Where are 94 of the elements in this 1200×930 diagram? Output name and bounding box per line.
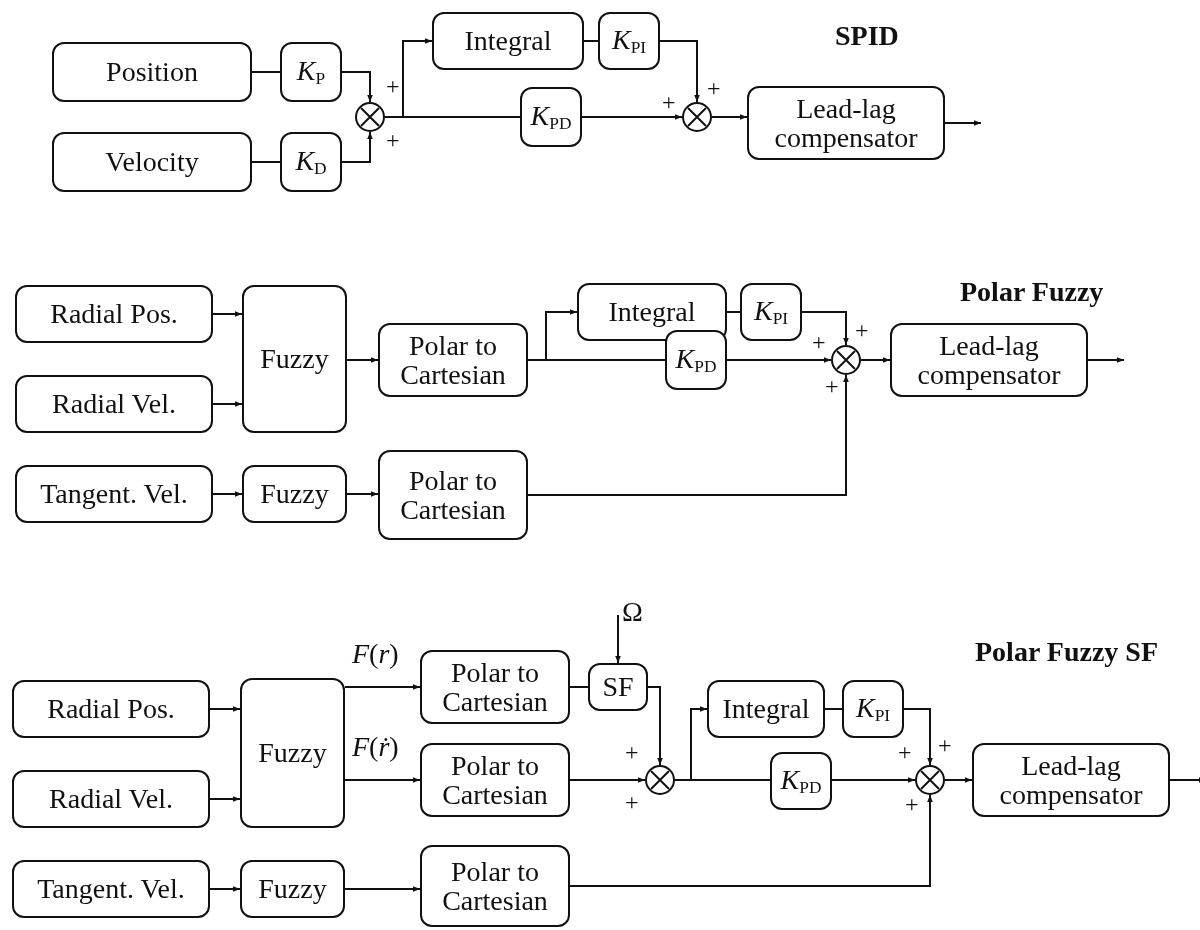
connector-line bbox=[527, 359, 666, 361]
connector-line bbox=[384, 116, 521, 118]
sign-label: + bbox=[938, 733, 952, 757]
block-box: Polar to Cartesian bbox=[378, 450, 528, 540]
summing-junction bbox=[355, 102, 385, 132]
arrow bbox=[647, 686, 663, 766]
arrow bbox=[341, 71, 373, 103]
arrow bbox=[344, 886, 421, 892]
arrow bbox=[341, 131, 373, 163]
panel-title: Polar Fuzzy bbox=[960, 278, 1104, 306]
block-box: Radial Pos. bbox=[15, 285, 213, 343]
arrow bbox=[212, 491, 243, 497]
edge-label: F(r) bbox=[352, 640, 399, 668]
edge-label: F(ṙ) bbox=[352, 733, 399, 761]
block-box: Fuzzy bbox=[242, 285, 347, 433]
connector-line bbox=[251, 161, 281, 163]
block-box: K$_{PI}$ bbox=[842, 680, 904, 738]
block-box: Polar to Cartesian bbox=[420, 743, 570, 817]
summing-junction bbox=[915, 765, 945, 795]
summing-junction bbox=[682, 102, 712, 132]
block-box: Velocity bbox=[52, 132, 252, 192]
arrow bbox=[569, 794, 933, 887]
block-box: SF bbox=[588, 663, 648, 711]
block-box: Integral bbox=[432, 12, 584, 70]
arrow bbox=[801, 311, 849, 346]
arrow bbox=[209, 796, 241, 802]
block-box: Tangent. Vel. bbox=[15, 465, 213, 523]
sign-label: + bbox=[812, 330, 826, 354]
arrow bbox=[581, 114, 683, 120]
sign-label: + bbox=[625, 740, 639, 764]
arrow bbox=[1169, 777, 1200, 783]
sign-label: + bbox=[855, 318, 869, 342]
block-box: Integral bbox=[707, 680, 825, 738]
block-box: K$_{PD}$ bbox=[520, 87, 582, 147]
block-box: Polar to Cartesian bbox=[378, 323, 528, 397]
arrow bbox=[346, 357, 379, 363]
block-box: Radial Vel. bbox=[15, 375, 213, 433]
sign-label: + bbox=[707, 76, 721, 100]
block-box: K$_{PI}$ bbox=[598, 12, 660, 70]
block-box: Tangent. Vel. bbox=[12, 860, 210, 918]
connector-line bbox=[674, 779, 771, 781]
sign-label: + bbox=[662, 90, 676, 114]
connector-line bbox=[583, 40, 599, 42]
block-box: K$_{D}$ bbox=[280, 132, 342, 192]
block-box: Fuzzy bbox=[240, 860, 345, 918]
arrow bbox=[615, 614, 621, 664]
connector-line bbox=[726, 311, 741, 313]
sign-label: + bbox=[386, 74, 400, 98]
connector-line bbox=[569, 686, 589, 688]
summing-junction bbox=[831, 345, 861, 375]
block-box: Integral bbox=[577, 283, 727, 341]
block-box: Polar to Cartesian bbox=[420, 845, 570, 927]
block-box: K$_{PI}$ bbox=[740, 283, 802, 341]
block-box: Radial Pos. bbox=[12, 680, 210, 738]
arrow bbox=[344, 777, 421, 783]
block-box: K$_{PD}$ bbox=[770, 752, 832, 810]
arrow bbox=[212, 401, 243, 407]
block-box: Fuzzy bbox=[242, 465, 347, 523]
block-box: K$_{PD}$ bbox=[665, 330, 727, 390]
arrow bbox=[209, 886, 241, 892]
sign-label: + bbox=[905, 792, 919, 816]
summing-junction bbox=[645, 765, 675, 795]
arrow bbox=[944, 120, 982, 126]
edge-label: Ω bbox=[622, 598, 643, 626]
arrow bbox=[1087, 357, 1125, 363]
block-box: Polar to Cartesian bbox=[420, 650, 570, 724]
arrow bbox=[711, 114, 748, 120]
sign-label: + bbox=[386, 128, 400, 152]
arrow bbox=[944, 777, 973, 783]
arrow bbox=[346, 491, 379, 497]
arrow bbox=[527, 374, 849, 496]
panel-title: SPID bbox=[835, 22, 899, 50]
block-box: Lead-lag compensator bbox=[890, 323, 1088, 397]
arrow bbox=[659, 40, 700, 103]
arrow bbox=[831, 777, 916, 783]
block-box: K$_{P}$ bbox=[280, 42, 342, 102]
arrow bbox=[903, 708, 933, 766]
block-box: Lead-lag compensator bbox=[972, 743, 1170, 817]
block-box: Position bbox=[52, 42, 252, 102]
arrow bbox=[344, 684, 421, 690]
block-box: Lead-lag compensator bbox=[747, 86, 945, 160]
arrow bbox=[569, 777, 646, 783]
arrow bbox=[212, 311, 243, 317]
connector-line bbox=[251, 71, 281, 73]
arrow bbox=[726, 357, 832, 363]
block-box: Fuzzy bbox=[240, 678, 345, 828]
arrow bbox=[860, 357, 891, 363]
block-box: Radial Vel. bbox=[12, 770, 210, 828]
sign-label: + bbox=[625, 790, 639, 814]
sign-label: + bbox=[898, 740, 912, 764]
connector-line bbox=[824, 708, 843, 710]
panel-title: Polar Fuzzy SF bbox=[975, 638, 1158, 666]
sign-label: + bbox=[825, 374, 839, 398]
arrow bbox=[209, 706, 241, 712]
